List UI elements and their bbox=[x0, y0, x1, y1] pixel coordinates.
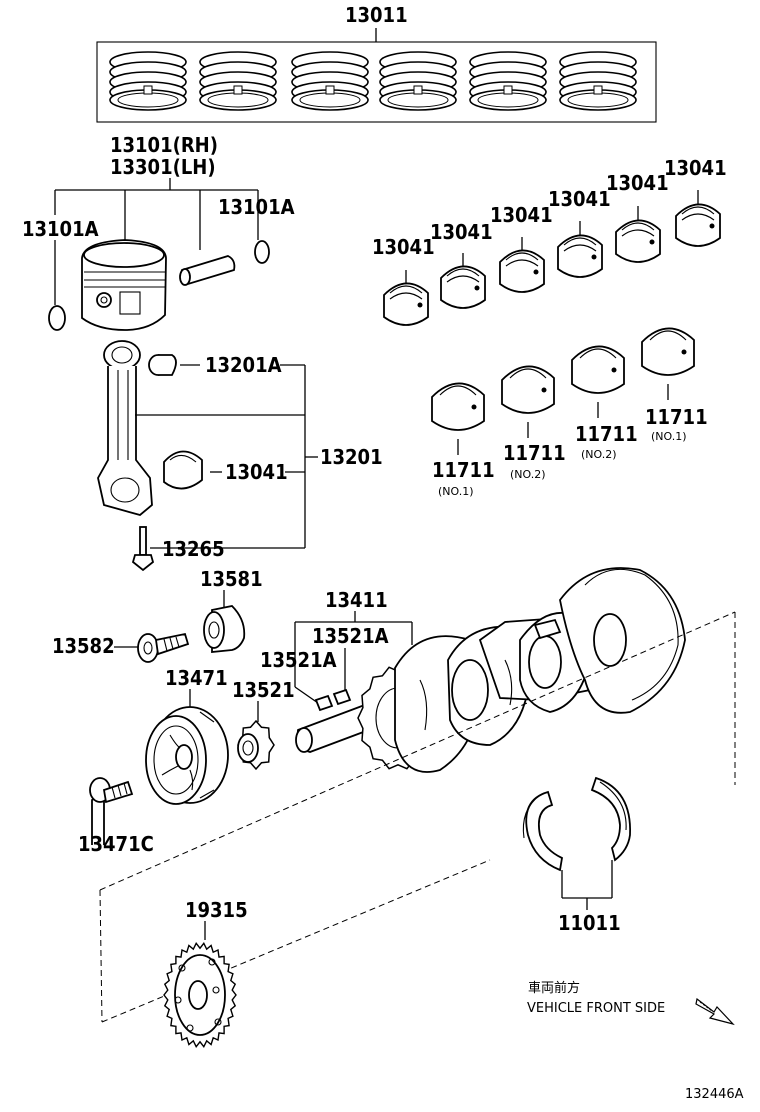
piston-leader-lines bbox=[54, 178, 259, 305]
lower-bearing-2-label: 11711 bbox=[503, 441, 566, 465]
vehicle-front-arrow-icon bbox=[695, 997, 735, 1026]
pulley-bolt bbox=[137, 632, 190, 663]
rod-bushing bbox=[148, 354, 177, 376]
main-bearing-1-label: 13041 bbox=[372, 235, 435, 259]
lower-bearing-1-note: (NO.1) bbox=[438, 485, 474, 498]
rod-bolt bbox=[131, 526, 155, 572]
pulley-bolt-c-label: 13471C bbox=[78, 832, 154, 856]
direction-note-jp: 車両前方 bbox=[528, 980, 580, 996]
main-bearing-lower-shell bbox=[571, 345, 625, 418]
rod-bolt-label: 13265 bbox=[162, 537, 225, 561]
main-bearing-lower-shell bbox=[641, 327, 695, 400]
plate-washer bbox=[203, 605, 246, 653]
lower-bearing-3-note: (NO.2) bbox=[581, 448, 617, 461]
ring-set-label: 13011 bbox=[345, 3, 408, 27]
main-bearing-lower-shell bbox=[431, 382, 485, 455]
piston-pin bbox=[179, 255, 236, 286]
piston-ring-stack bbox=[469, 51, 547, 111]
thrust-washer-leader-lines bbox=[561, 860, 613, 910]
rod-bearing bbox=[163, 450, 203, 490]
main-bearing-shell bbox=[499, 249, 545, 293]
piston-ring-stack bbox=[199, 51, 277, 111]
sensor-plate-label: 19315 bbox=[185, 898, 248, 922]
piston-ring-stack bbox=[109, 51, 187, 111]
pulley-bolt-c bbox=[89, 777, 134, 845]
main-bearing-shell bbox=[440, 265, 486, 309]
crankshaft-keys bbox=[314, 688, 352, 712]
direction-note-en: VEHICLE FRONT SIDE bbox=[527, 1001, 665, 1016]
crankshaft-pulley bbox=[145, 706, 229, 805]
rod-assy-label: 13201 bbox=[320, 445, 383, 469]
lower-main-bearings bbox=[431, 327, 695, 455]
snap-ring-right-label: 13101A bbox=[218, 195, 295, 219]
upper-main-bearings bbox=[383, 190, 721, 326]
piston bbox=[81, 239, 167, 331]
main-bearing-2-label: 13041 bbox=[430, 220, 493, 244]
pulley-label: 13471 bbox=[165, 666, 228, 690]
main-bearing-shell bbox=[383, 282, 429, 326]
lower-bearing-3-label: 11711 bbox=[575, 422, 638, 446]
pulley-bolt-label: 13582 bbox=[52, 634, 115, 658]
rod-bearing-label: 13041 bbox=[225, 460, 288, 484]
piston-ring-stack bbox=[379, 51, 457, 111]
crankshaft bbox=[295, 567, 686, 773]
rod-bracket-lines bbox=[135, 364, 318, 549]
main-bearing-shell bbox=[557, 234, 603, 278]
piston-ring-stack bbox=[559, 51, 637, 111]
lower-bearing-1-label: 11711 bbox=[432, 458, 495, 482]
piston-ring-set bbox=[96, 28, 657, 123]
diagram-id: 132446A bbox=[685, 1087, 744, 1102]
main-bearing-shell bbox=[675, 203, 721, 247]
crank-position-sensor-plate bbox=[163, 941, 237, 1049]
piston-rh-label: 13101(RH) bbox=[110, 133, 218, 157]
main-bearing-4-label: 13041 bbox=[548, 187, 611, 211]
snap-ring-right bbox=[254, 240, 270, 264]
key-b-label: 13521A bbox=[260, 648, 337, 672]
main-bearing-lower-shell bbox=[501, 365, 555, 438]
piston-lh-label: 13301(LH) bbox=[110, 155, 216, 179]
main-bearing-6-label: 13041 bbox=[664, 156, 727, 180]
main-bearing-5-label: 13041 bbox=[606, 171, 669, 195]
lower-bearing-4-label: 11711 bbox=[645, 405, 708, 429]
thrust-washer-label: 11011 bbox=[558, 911, 621, 935]
key-a-label: 13521A bbox=[312, 624, 389, 648]
timing-gear bbox=[237, 719, 275, 771]
crankshaft-label: 13411 bbox=[325, 588, 388, 612]
plate-washer-label: 13581 bbox=[200, 567, 263, 591]
thrust-washers bbox=[522, 776, 631, 872]
main-bearing-3-label: 13041 bbox=[490, 203, 553, 227]
lower-bearing-4-note: (NO.1) bbox=[651, 430, 687, 443]
rod-bushing-label: 13201A bbox=[205, 353, 282, 377]
connecting-rod bbox=[97, 340, 153, 516]
timing-gear-label: 13521 bbox=[232, 678, 295, 702]
piston-ring-stack bbox=[291, 51, 369, 111]
snap-ring-left bbox=[48, 305, 66, 331]
snap-ring-left-label: 13101A bbox=[22, 217, 99, 241]
lower-bearing-2-note: (NO.2) bbox=[510, 468, 546, 481]
main-bearing-shell bbox=[615, 219, 661, 263]
crankshaft-leader-lines bbox=[294, 611, 413, 704]
